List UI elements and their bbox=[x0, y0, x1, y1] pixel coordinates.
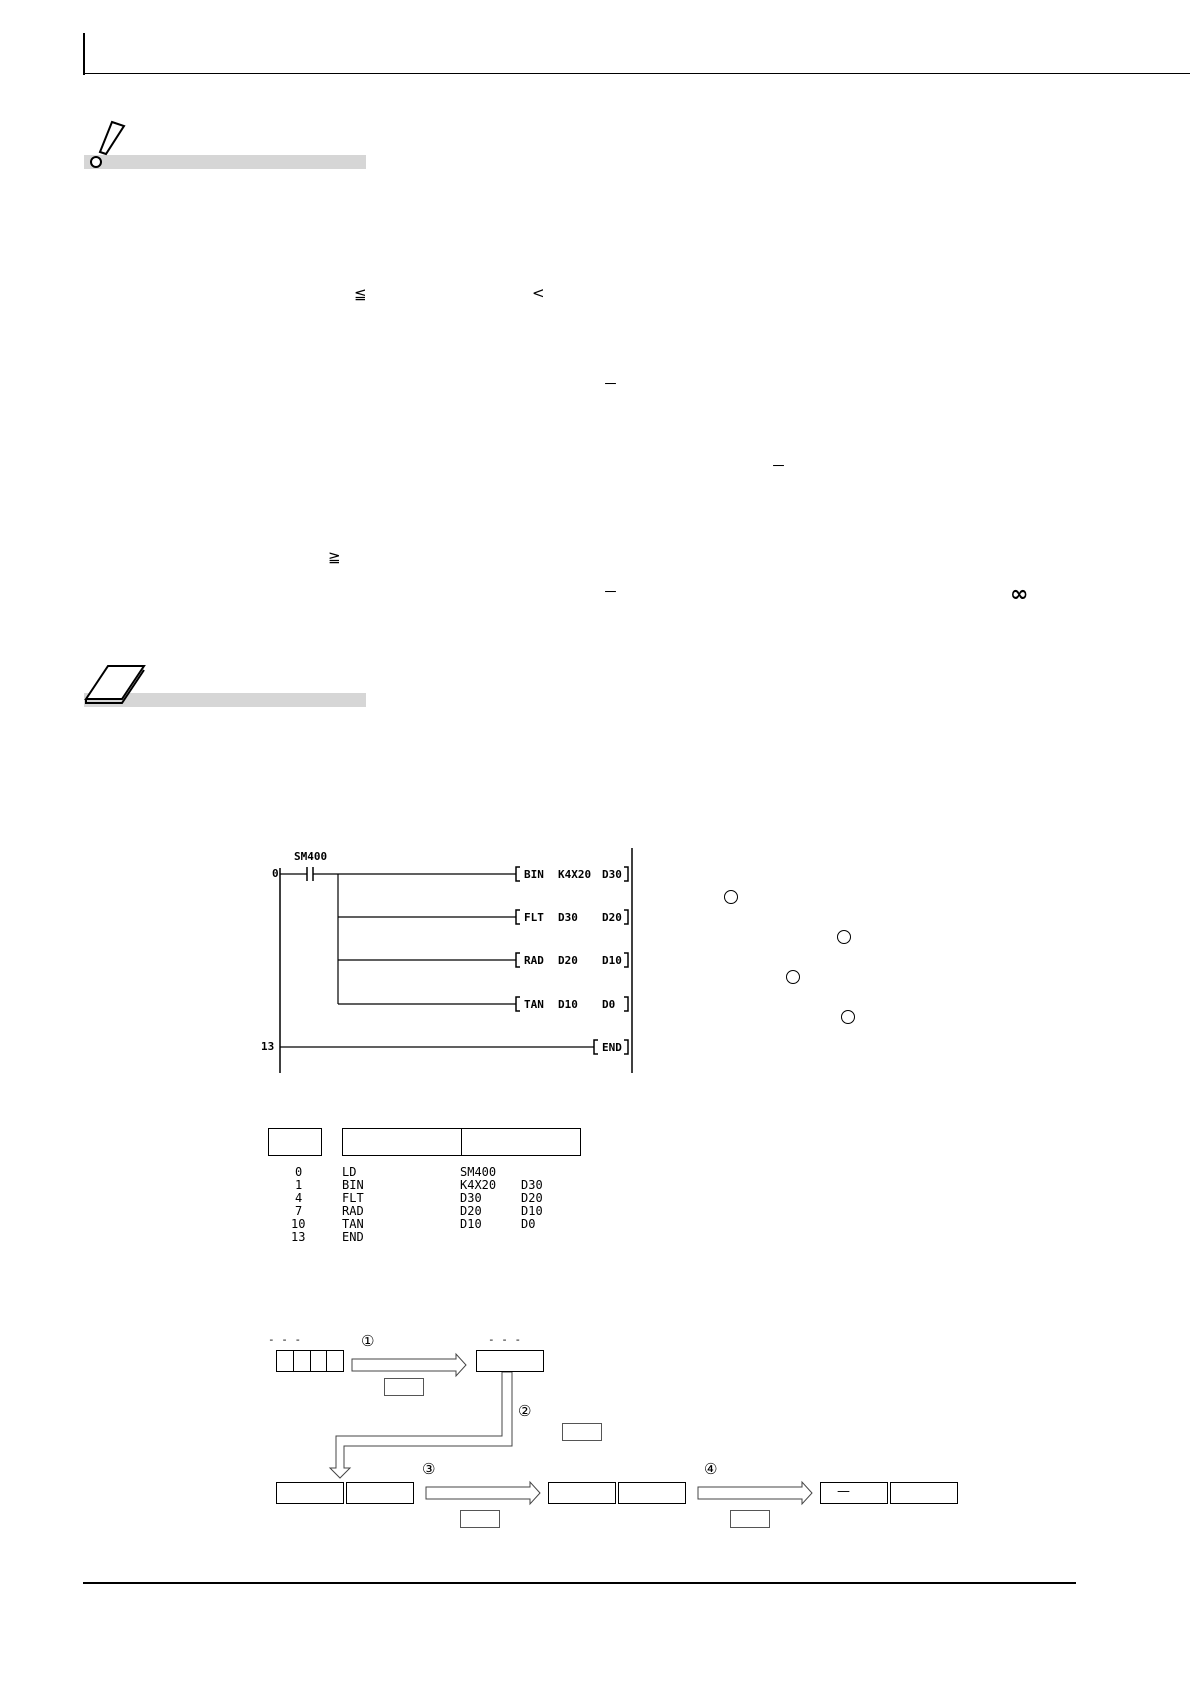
label-box bbox=[562, 1423, 602, 1441]
instruction-src: D30 bbox=[558, 911, 578, 924]
step-4-label: ④ bbox=[704, 1460, 718, 1478]
list-instruction: BIN bbox=[342, 1178, 364, 1192]
marker-circle bbox=[786, 970, 800, 984]
header-left-rule bbox=[83, 33, 85, 75]
list-row: 0 LD SM400 bbox=[280, 1166, 580, 1244]
list-operand1: SM400 bbox=[460, 1165, 497, 1179]
list-step: 4 bbox=[295, 1191, 303, 1205]
label-box bbox=[730, 1510, 770, 1528]
list-instruction: RAD bbox=[342, 1204, 364, 1218]
list-operand1: D10 bbox=[460, 1217, 482, 1231]
list-step: 0 bbox=[295, 1165, 303, 1179]
instruction-src: D10 bbox=[558, 998, 578, 1011]
dash-label: - - - bbox=[268, 1333, 302, 1346]
minus-symbol: － bbox=[603, 583, 619, 601]
radian-box-left bbox=[548, 1482, 616, 1504]
instruction-dst: D10 bbox=[602, 954, 622, 967]
lt-symbol: < bbox=[532, 284, 545, 302]
list-operand2: D30 bbox=[521, 1178, 543, 1192]
le-symbol: ≦ bbox=[354, 285, 367, 303]
marker-circle bbox=[724, 890, 738, 904]
list-row: 7 RAD D20 D10 bbox=[280, 1205, 580, 1283]
end-instruction: END bbox=[602, 1041, 622, 1054]
list-step: 10 bbox=[291, 1217, 306, 1231]
step-1-label: ① bbox=[361, 1332, 375, 1350]
result-box-left: — bbox=[820, 1482, 888, 1504]
marker-circle bbox=[837, 930, 851, 944]
point-section-header bbox=[84, 116, 366, 170]
list-row: 1 BIN K4X20 D30 bbox=[280, 1179, 580, 1257]
list-instruction: LD bbox=[342, 1165, 357, 1179]
list-instruction: FLT bbox=[342, 1191, 364, 1205]
list-row: 10 TAN D10 D0 bbox=[280, 1218, 580, 1296]
dash-label: - - - bbox=[488, 1333, 522, 1346]
exclamation-icon bbox=[84, 120, 366, 169]
remark-section-header bbox=[84, 656, 366, 710]
flow-arrows bbox=[328, 1352, 813, 1506]
list-operand2: D10 bbox=[521, 1204, 543, 1218]
instruction-src: D20 bbox=[558, 954, 578, 967]
label-box bbox=[460, 1510, 500, 1528]
instruction-src: K4X20 bbox=[558, 868, 592, 881]
list-step: 13 bbox=[291, 1230, 306, 1244]
instruction-dst: D30 bbox=[602, 868, 622, 881]
instruction-op: RAD bbox=[524, 954, 544, 967]
instruction-dst: D0 bbox=[602, 998, 616, 1011]
book-icon bbox=[84, 665, 366, 707]
binary-box bbox=[476, 1350, 544, 1372]
ladder-diagram: 0 13 SM400 BIN K4X20 D30 FLT D30 D20 RAD… bbox=[261, 848, 644, 1073]
conversion-flow-diagram: - - - ① - - - ② ③ ④ — bbox=[260, 1320, 980, 1540]
list-operand1: K4X20 bbox=[460, 1178, 497, 1192]
list-operand1: D30 bbox=[460, 1191, 482, 1205]
list-instruction: TAN bbox=[342, 1217, 364, 1231]
list-operand2: D20 bbox=[521, 1191, 543, 1205]
float-box-right bbox=[346, 1482, 414, 1504]
step-3-label: ③ bbox=[422, 1460, 436, 1478]
list-header-step bbox=[268, 1128, 322, 1156]
result-minus: — bbox=[837, 1484, 850, 1499]
float-box-left bbox=[276, 1482, 344, 1504]
step-number: 13 bbox=[261, 1040, 275, 1053]
step-number: 0 bbox=[272, 867, 279, 880]
list-instruction: END bbox=[342, 1230, 364, 1244]
list-operand2: D0 bbox=[521, 1217, 536, 1231]
list-header-device bbox=[461, 1128, 581, 1156]
instruction-op: BIN bbox=[524, 868, 544, 881]
instruction-op: FLT bbox=[524, 911, 544, 924]
result-box-right bbox=[890, 1482, 958, 1504]
step-2-label: ② bbox=[518, 1402, 532, 1420]
list-row: 13 END bbox=[280, 1231, 580, 1283]
list-header-instruction bbox=[342, 1128, 462, 1156]
list-row: 4 FLT D30 D20 bbox=[280, 1192, 580, 1270]
infinity-symbol: ∞ bbox=[1010, 582, 1029, 607]
footer-rule bbox=[83, 1582, 1076, 1584]
minus-symbol: － bbox=[771, 457, 787, 475]
radian-box-right bbox=[618, 1482, 686, 1504]
list-step: 7 bbox=[295, 1204, 303, 1218]
instruction-dst: D20 bbox=[602, 911, 622, 924]
source-digit-box bbox=[276, 1350, 344, 1372]
instruction-op: TAN bbox=[524, 998, 544, 1011]
list-operand1: D20 bbox=[460, 1204, 482, 1218]
list-step: 1 bbox=[295, 1178, 303, 1192]
marker-circle bbox=[841, 1010, 855, 1024]
ge-symbol: ≧ bbox=[328, 548, 341, 566]
header-rule bbox=[83, 73, 1190, 74]
label-box bbox=[384, 1378, 424, 1396]
minus-symbol: － bbox=[603, 375, 619, 393]
contact-label: SM400 bbox=[294, 850, 328, 863]
